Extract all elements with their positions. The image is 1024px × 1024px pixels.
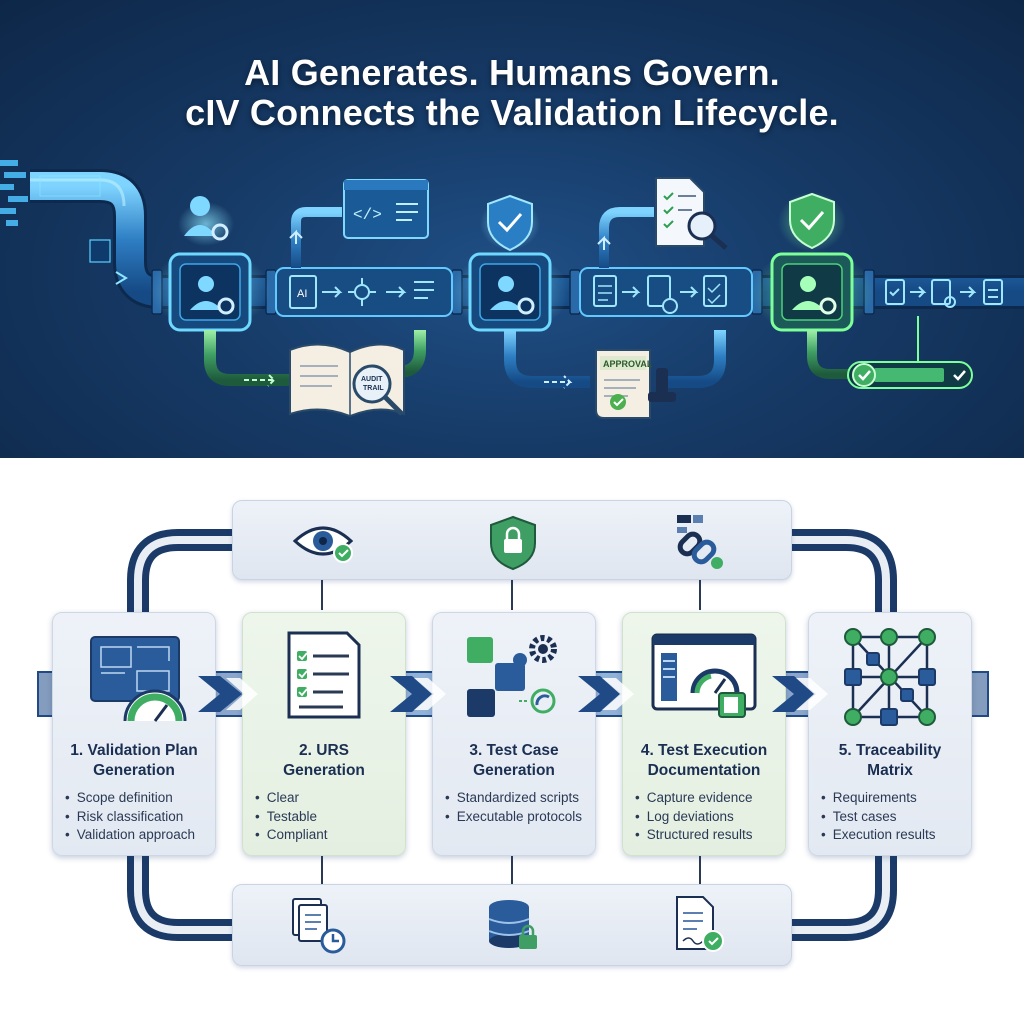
bullet-item: Executable protocols <box>445 808 595 827</box>
code-window-icon: </> <box>289 179 429 268</box>
approval-label: APPROVAL <box>603 359 653 369</box>
audit-trail-book-icon: AUDIT TRAIL <box>204 330 426 418</box>
bottom-records-panel <box>232 884 792 966</box>
step-bullets: Clear Testable Compliant <box>255 789 405 845</box>
audit-label: AUDIT <box>361 376 383 383</box>
puzzle-gear-icon <box>467 635 557 717</box>
bullet-item: Structured results <box>635 826 785 845</box>
security-shield-lock-icon <box>490 515 536 571</box>
certified-document-icon <box>676 896 724 952</box>
bullet-item: Risk classification <box>65 808 215 827</box>
step-bullets: Capture evidence Log deviations Structur… <box>635 789 785 845</box>
dashboard-gauge-icon <box>651 633 757 718</box>
approval-document-icon: APPROVAL <box>504 330 726 419</box>
svg-text:</>: </> <box>353 206 382 224</box>
human-review-hub-1 <box>150 250 270 332</box>
bullet-item: Testable <box>255 808 405 827</box>
step-bullets: Requirements Test cases Execution result… <box>821 789 971 845</box>
bullet-item: Capture evidence <box>635 789 785 808</box>
blueprint-gauge-icon <box>90 636 187 722</box>
step-bullets: Standardized scripts Executable protocol… <box>445 789 595 826</box>
bullet-item: Standardized scripts <box>445 789 595 808</box>
document-history-icon <box>292 898 346 954</box>
checklist-document-icon <box>287 631 361 719</box>
bullet-item: Compliant <box>255 826 405 845</box>
main-pipe <box>30 169 1024 309</box>
user-settings-icon <box>178 196 234 246</box>
bullet-item: Clear <box>255 789 405 808</box>
pipeline-illustration: AI </> AUDIT TRAIL <box>0 160 1024 419</box>
hero-section: AI </> AUDIT TRAIL <box>0 0 1024 458</box>
top-governance-panel <box>232 500 792 580</box>
bullet-item: Log deviations <box>635 808 785 827</box>
linked-chain-icon <box>677 515 723 569</box>
bullet-item: Test cases <box>821 808 971 827</box>
trail-label: TRAIL <box>363 385 384 392</box>
data-stream-icon <box>0 160 28 226</box>
ai-label: AI <box>297 288 307 300</box>
verified-shield-icon <box>778 192 846 252</box>
secure-database-icon <box>488 900 537 949</box>
document-processing-box <box>579 267 753 317</box>
completion-progress-bar <box>807 316 973 389</box>
step-bullets: Scope definition Risk classification Val… <box>65 789 215 845</box>
bullet-item: Validation approach <box>65 826 215 845</box>
bullet-item: Scope definition <box>65 789 215 808</box>
output-documents-icons <box>885 279 1003 308</box>
eye-review-icon <box>292 526 354 563</box>
traceability-network-icon <box>844 628 936 726</box>
checklist-search-icon <box>597 177 728 268</box>
headline-line-1: AI Generates. Humans Govern. <box>244 52 780 93</box>
bullet-item: Requirements <box>821 789 971 808</box>
shield-check-icon <box>480 194 540 252</box>
bullet-item: Execution results <box>821 826 971 845</box>
headline-line-2: cIV Connects the Validation Lifecycle. <box>185 92 839 133</box>
